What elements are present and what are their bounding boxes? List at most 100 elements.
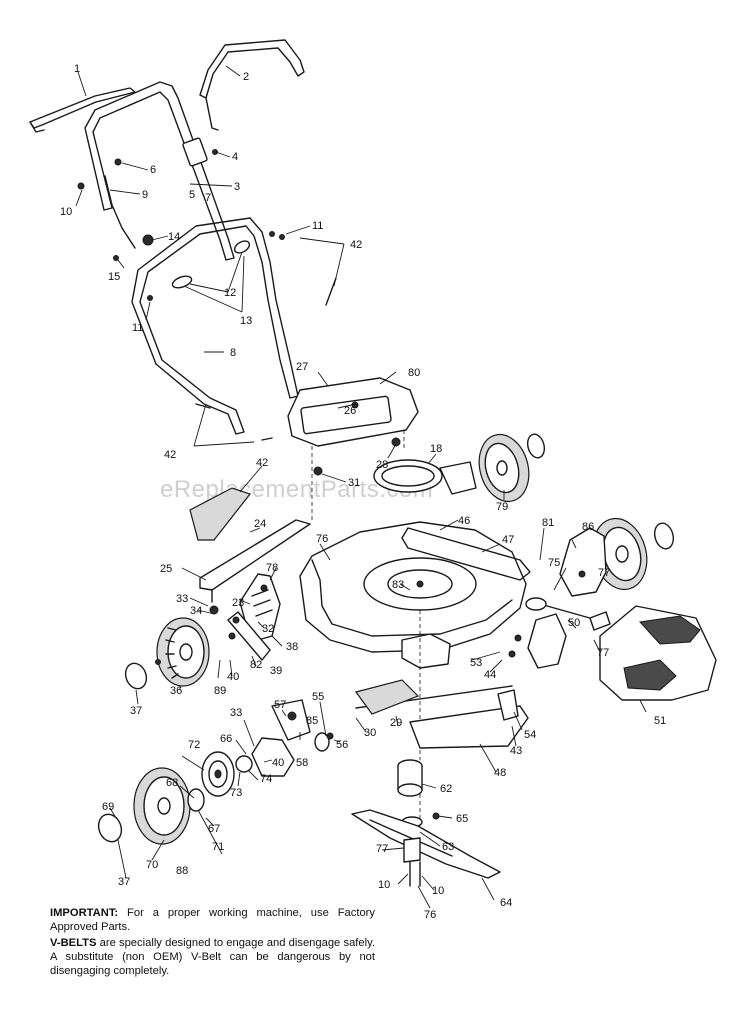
callout-65: 67: [208, 823, 220, 835]
callout-42a: 42: [350, 239, 362, 251]
callout-37b: 37: [118, 876, 130, 888]
important-heading: IMPORTANT:: [50, 907, 119, 919]
callout-58: 57: [274, 699, 286, 711]
notes-block: IMPORTANT: For a proper working machine,…: [50, 906, 375, 980]
callout-54: 53: [470, 657, 482, 669]
washer-72: [235, 755, 253, 773]
callout-38: 38: [286, 641, 298, 653]
callout-32: 32: [262, 623, 274, 635]
upper-handle-3: [84, 81, 235, 261]
leader-lines: [75, 65, 647, 909]
wheel-lever-39: [227, 611, 271, 661]
transmission-46: [527, 613, 567, 669]
callout-55: 54: [524, 729, 536, 741]
vbelts-text: are specially designed to engage and dis…: [50, 937, 375, 977]
callout-60: 62: [440, 783, 452, 795]
callout-4: 4: [232, 151, 238, 163]
callout-77: 77: [598, 567, 610, 579]
callout-77b: 77: [597, 647, 609, 659]
callout-71: 73: [230, 787, 242, 799]
callout-labels: 1 2 3 4 5 6 7 8 9 10 11 12 13 14 15 11 4…: [60, 63, 666, 921]
callout-13: 13: [240, 315, 252, 327]
callout-48: 47: [502, 534, 514, 546]
callout-43: 42: [256, 457, 268, 469]
callout-12: 12: [224, 287, 236, 299]
axle-plate-40: [251, 737, 295, 777]
callout-86: 86: [582, 521, 594, 533]
callout-51: 50: [568, 617, 580, 629]
callout-89: 89: [214, 685, 226, 697]
rear-door-80: [287, 377, 419, 447]
rear-wheel-79: [478, 433, 530, 503]
bolt-42: [325, 277, 337, 306]
callout-25: 25: [160, 563, 172, 575]
callout-62: 64: [500, 897, 512, 909]
callout-57: 56: [336, 739, 348, 751]
bracket-44: [497, 689, 519, 721]
callout-27: 27: [296, 361, 308, 373]
callout-47: 46: [458, 515, 470, 527]
callout-8: 8: [230, 347, 236, 359]
hinge-bracket-24-25: [199, 519, 311, 603]
callout-11a: 11: [312, 220, 323, 232]
blade-adapter-60: [397, 759, 423, 797]
callout-10a: 10: [60, 206, 72, 218]
callout-2: 2: [243, 71, 249, 83]
callout-30: 30: [364, 727, 376, 739]
callout-3: 3: [234, 181, 240, 193]
callout-40: 40: [272, 757, 284, 769]
callout-74: 76: [424, 909, 436, 921]
callout-24: 24: [254, 518, 266, 530]
bushing-57: [314, 732, 330, 752]
callout-63: 65: [456, 813, 468, 825]
shield-43: [189, 487, 251, 541]
callout-75: 77: [376, 843, 388, 855]
callout-33a: 33: [176, 593, 188, 605]
mower-deck-76: [299, 521, 527, 669]
rear-guard-53: [599, 605, 717, 701]
callout-7: 7: [205, 192, 211, 204]
v-belt-47: [401, 527, 531, 581]
baffle-18: [373, 459, 477, 495]
callout-31: 31: [348, 477, 360, 489]
callout-82: 82: [250, 659, 262, 671]
vbelts-note: V-BELTS are specially designed to engage…: [50, 936, 375, 978]
callout-46: 44: [484, 669, 496, 681]
callout-39: 39: [270, 665, 282, 677]
callout-14: 14: [168, 231, 180, 243]
hubcap-37a: [124, 662, 148, 690]
callout-69: 71: [212, 841, 224, 853]
front-wheel-89: [156, 617, 210, 687]
lower-handle-8: [131, 217, 299, 435]
important-note: IMPORTANT: For a proper working machine,…: [50, 906, 375, 934]
callout-68: 70: [146, 859, 158, 871]
callout-23: 23: [232, 597, 244, 609]
callout-70: 72: [188, 739, 200, 751]
callout-11b: 11: [132, 322, 143, 334]
callout-79: 79: [496, 501, 508, 513]
callout-81: 81: [542, 517, 554, 529]
guard-29: [354, 679, 420, 715]
hubcap-37b: [97, 813, 123, 843]
callout-10b: 10: [378, 879, 390, 891]
spring-31: [313, 466, 323, 476]
callout-26: 26: [344, 405, 356, 417]
callout-33b: 33: [230, 707, 242, 719]
bracket-58: [271, 699, 311, 741]
callout-61: 63: [442, 841, 454, 853]
callout-76: 76: [316, 533, 328, 545]
callout-50: 48: [494, 767, 506, 779]
callout-9: 9: [142, 189, 148, 201]
callout-28: 28: [376, 459, 388, 471]
important-text: For a proper working machine, use Factor…: [50, 907, 375, 933]
gear-case-77: [559, 527, 607, 597]
blade-62: [351, 809, 501, 879]
callout-53: 51: [654, 715, 666, 727]
callout-34: 34: [190, 605, 202, 617]
blade-adapter-75: [403, 837, 421, 863]
callout-78: 78: [266, 562, 278, 574]
callout-37a: 37: [130, 705, 142, 717]
callout-41: 40: [227, 671, 239, 683]
callout-6: 6: [150, 164, 156, 176]
